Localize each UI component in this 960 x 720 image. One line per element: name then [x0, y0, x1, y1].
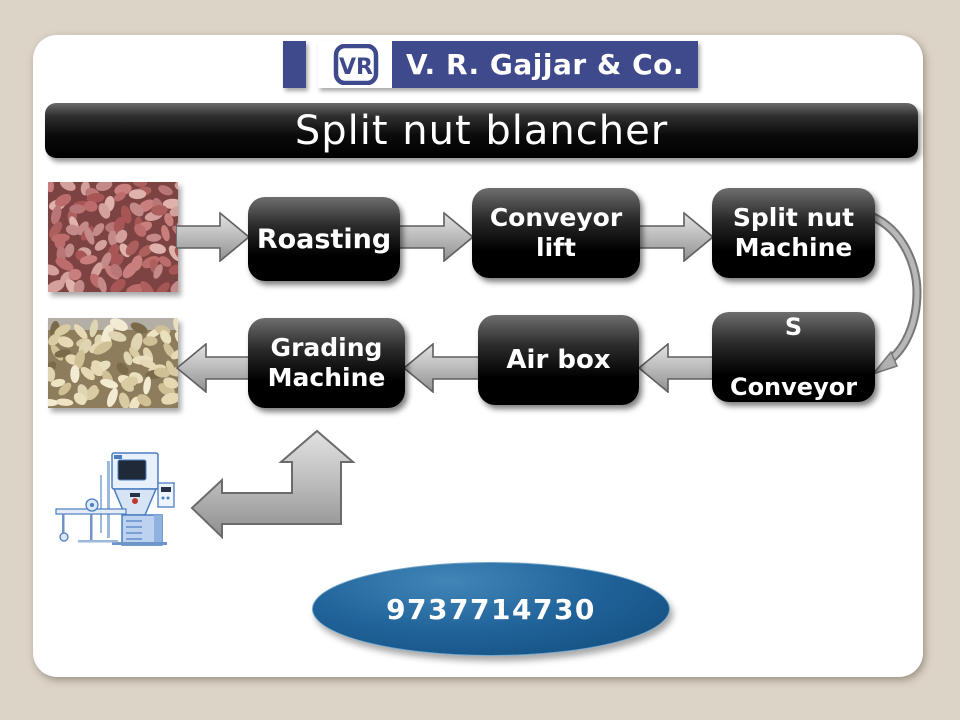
flow-box-split-nut-machine: Split nut Machine: [712, 188, 875, 278]
bent-collect-arrow: [190, 429, 356, 540]
vr-monogram-icon: VR: [318, 41, 392, 88]
packing-machine-image: [52, 443, 192, 553]
blanched-peanuts-image: [48, 318, 178, 408]
flow-arrow-right-2: [398, 212, 474, 262]
phone-ellipse: 9737714730: [312, 562, 670, 656]
slide-title: Split nut blancher: [45, 103, 918, 158]
flow-box-air-box: Air box: [478, 315, 639, 405]
flow-arrow-left-3: [176, 343, 250, 393]
phone-number: 9737714730: [386, 592, 596, 626]
logo-accent-block: [283, 41, 306, 88]
flow-box-grading-machine: Grading Machine: [248, 318, 405, 408]
company-logo: VR V. R. Gajjar & Co.: [283, 41, 699, 88]
flow-box-roasting: Roasting: [248, 197, 400, 281]
flow-arrow-right-3: [638, 212, 714, 262]
company-name: V. R. Gajjar & Co.: [392, 41, 699, 88]
flow-arrow-left-2: [403, 343, 480, 393]
flow-arrow-right-1: [176, 212, 250, 262]
svg-text:VR: VR: [339, 55, 373, 80]
roasted-peanuts-image: [48, 182, 178, 292]
flow-box-conveyor-lift: Conveyor lift: [472, 188, 640, 278]
flow-box-s-conveyor: S Conveyor: [712, 312, 875, 402]
curved-return-arrow: [863, 209, 922, 376]
flow-arrow-left-1: [638, 343, 714, 393]
